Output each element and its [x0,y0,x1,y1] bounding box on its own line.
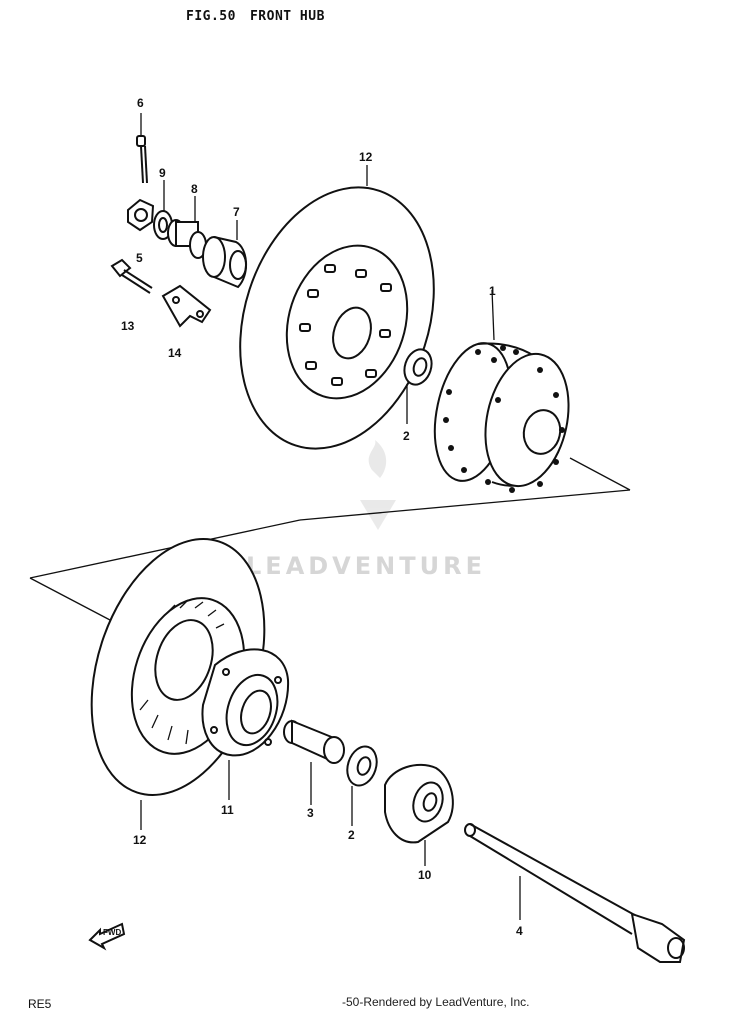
watermark-text: LEADVENTURE [246,552,486,580]
page-number: -50- [342,995,364,1009]
callout-4: 4 [516,924,523,938]
footer-credit: -50-Rendered by LeadVenture, Inc. [342,995,529,1009]
dust-seal-7 [202,236,247,289]
callout-1: 1 [489,284,496,298]
axle-4 [464,823,686,963]
callout-6: 6 [137,96,144,110]
bearing-upper [403,348,433,386]
spacer-8 [167,219,207,259]
callout-7: 7 [233,205,240,219]
callout-13: 13 [121,319,135,333]
callout-2-upper: 2 [403,429,410,443]
bolt-13 [110,258,153,294]
hub-flange-lower [201,648,290,757]
callout-2-lower: 2 [348,828,355,842]
callout-5: 5 [136,251,143,265]
callout-14: 14 [168,346,182,360]
figure-title: FIG.50 FRONT HUB [186,9,339,24]
callout-12-upper: 12 [359,150,373,164]
bearing-lower [346,745,378,787]
hub-upper [433,342,570,493]
callout-9: 9 [159,166,166,180]
callout-10: 10 [418,868,432,882]
leadventure-logo [360,440,396,530]
diagram-code: RE5 [28,997,52,1011]
callout-3: 3 [307,806,314,820]
spacer-3 [283,719,345,764]
figure-number: FIG.50 [186,9,236,24]
callout-8: 8 [191,182,198,196]
nut-5 [127,198,155,232]
leader-lines [140,113,521,920]
collar-10 [384,763,454,844]
callout-11: 11 [221,803,234,817]
rendered-by: Rendered by LeadVenture, Inc. [363,995,530,1009]
callout-12-lower: 12 [133,833,147,847]
fwd-label: FWD [103,928,122,937]
assembly-plane [29,457,631,621]
forward-arrow-icon [88,922,126,951]
brake-disc-upper [239,186,435,450]
bolt-6 [136,135,148,184]
lock-plate-14 [161,284,212,328]
figure-name: FRONT HUB [249,9,325,24]
